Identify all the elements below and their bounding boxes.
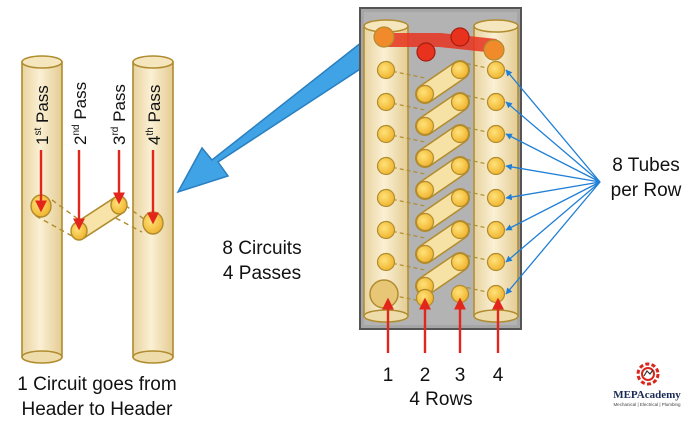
tube-pointer-lines [505, 69, 601, 295]
hidden-tube-lines [35, 199, 149, 237]
tube-end [415, 84, 435, 104]
tube-end [486, 60, 506, 80]
pass-label-3: 3rd Pass [110, 84, 129, 145]
tube-end [450, 220, 470, 240]
pointer-line [505, 163, 601, 183]
pointer-line [505, 101, 601, 183]
tube-end [376, 124, 396, 144]
pass-label-4: 4th Pass [145, 85, 164, 145]
tube-end [486, 188, 506, 208]
left-header-pipe [21, 55, 63, 364]
pointer-line [505, 181, 601, 201]
tube-end [415, 116, 435, 136]
tube-end [486, 92, 506, 112]
tube-end [376, 92, 396, 112]
logo-tagline: Mechanical | Electrical | Plumbing [613, 402, 681, 407]
row-number-4: 4 [493, 365, 504, 386]
tube-end [450, 188, 470, 208]
row-number-1: 1 [383, 365, 394, 386]
left-caption-line1: 1 Circuit goes from [17, 374, 176, 395]
gear-icon [636, 362, 660, 386]
row-number-2: 2 [420, 365, 431, 386]
mep-academy-logo: MEPAcademy Mechanical | Electrical | Plu… [613, 362, 681, 407]
pass-flow-arrows [35, 150, 159, 231]
tube-end [450, 252, 470, 272]
tube-end [415, 180, 435, 200]
tube-end [376, 188, 396, 208]
tube-end [376, 60, 396, 80]
tube-end [486, 220, 506, 240]
tube-end [376, 252, 396, 272]
open-pipe-end [369, 279, 399, 309]
pass-label-2: 2nd Pass [71, 82, 90, 145]
svg-text:2nd Pass: 2nd Pass [71, 82, 90, 145]
coil-cross-section [359, 7, 522, 353]
circuits-label: 8 Circuits [222, 238, 301, 259]
tube-end [486, 156, 506, 176]
tube-end [415, 148, 435, 168]
svg-text:3rd Pass: 3rd Pass [110, 84, 129, 145]
pointer-line [505, 181, 601, 231]
pointer-line [505, 181, 601, 263]
row-number-3: 3 [455, 365, 466, 386]
tube-ends [376, 60, 506, 308]
rows-label: 4 Rows [409, 389, 472, 410]
pointer-line [505, 133, 601, 183]
left-caption-line2: Header to Header [21, 399, 173, 420]
tubes-label-line1: 8 Tubes [612, 155, 680, 176]
passes-label: 4 Passes [223, 263, 301, 284]
tube-end [486, 284, 506, 304]
tube-end [450, 60, 470, 80]
zoom-arrow [176, 40, 376, 194]
tube-end [415, 212, 435, 232]
single-circuit-diagram: 1st Pass 2nd Pass 3rd Pass 4th Pass 1 Ci… [17, 55, 177, 420]
row-flow-arrows [382, 297, 504, 353]
highlighted-circuit [373, 26, 505, 62]
tube-end [486, 124, 506, 144]
pointer-line [505, 69, 601, 183]
logo-brand: MEPAcademy [613, 389, 681, 401]
tubes-label-line2: per Row [611, 180, 682, 201]
svg-text:1st Pass: 1st Pass [33, 85, 52, 145]
tube-end [376, 156, 396, 176]
tube-end [486, 252, 506, 272]
pass-label-1: 1st Pass [33, 85, 52, 145]
tube-end [415, 244, 435, 264]
svg-text:4th Pass: 4th Pass [145, 85, 164, 145]
tube-end [376, 220, 396, 240]
tube-end [450, 92, 470, 112]
tube-end [450, 156, 470, 176]
tube-end [450, 284, 470, 304]
pointer-line [505, 181, 601, 295]
tube-end [450, 124, 470, 144]
